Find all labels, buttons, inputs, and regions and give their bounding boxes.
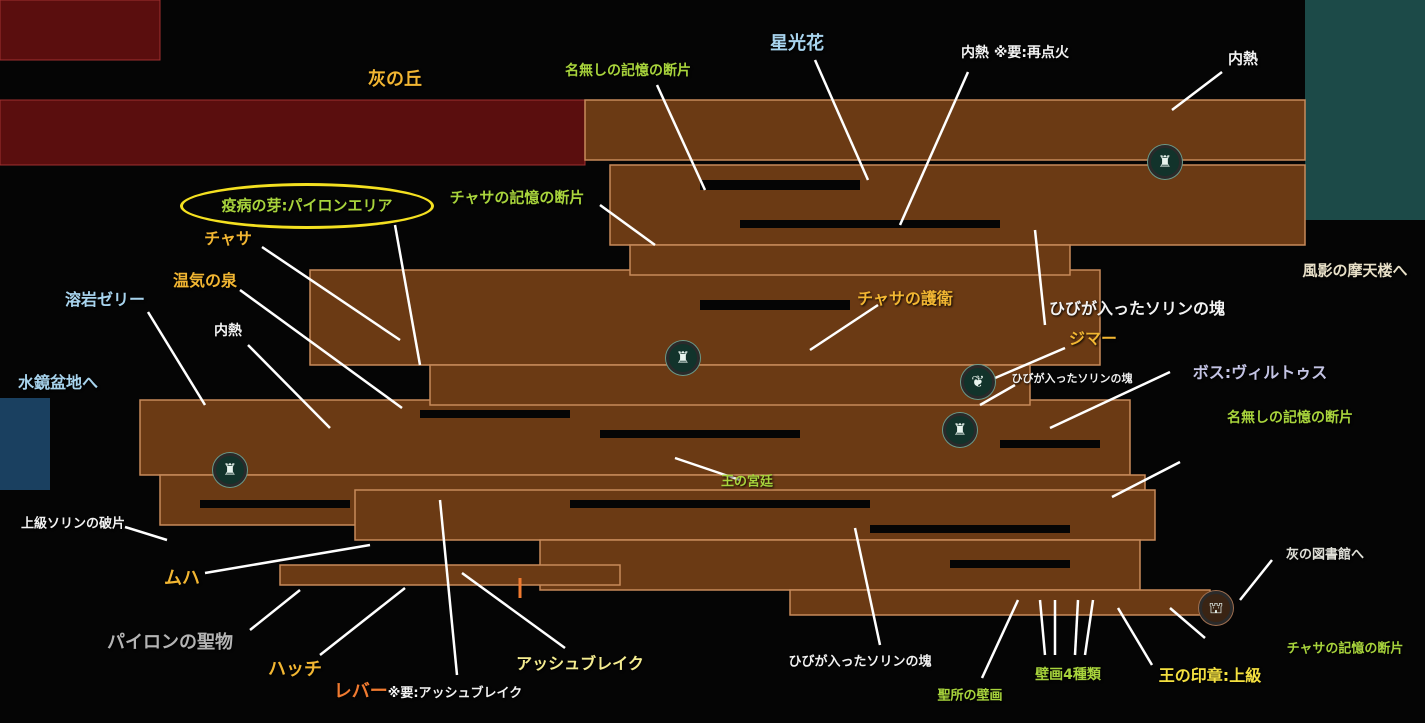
label-cracked-thorin-small: ひびが入ったソリンの塊	[1011, 372, 1133, 385]
label-nameless-memory: 名無しの記憶の断片	[565, 63, 691, 79]
label-hatch: ハッチ	[268, 659, 322, 680]
label-chasa: チャサ	[204, 229, 252, 248]
label-nameless-memory: 名無しの記憶の断片	[1227, 410, 1353, 426]
label-pylon-relic: パイロンの聖物	[107, 632, 233, 653]
highlight-ellipse	[180, 183, 434, 229]
label-ashbreak: アッシュブレイク	[516, 654, 644, 673]
label-boss: ボス:ヴィルトゥス	[1192, 363, 1328, 382]
exit-ash-library[interactable]: 灰の図書館へ	[1285, 547, 1365, 563]
label-cracked-thorin: ひびが入ったソリンの塊	[788, 654, 932, 670]
label-kings-seal: 王の印章:上級	[1158, 666, 1262, 685]
label-sanctuary-mural: 聖所の壁画	[937, 688, 1003, 704]
exit-wind-tower[interactable]: 風影の摩天楼へ	[1302, 261, 1408, 280]
label-inner-heat: 内熱	[214, 323, 242, 339]
label-plague-sprout: 疫病の芽:パイロンエリア	[221, 196, 393, 215]
teal-zone	[1305, 0, 1425, 220]
warp-shrine-icon[interactable]: ♜	[213, 453, 247, 487]
label-chasa-memory: チャサの記憶の断片	[449, 188, 585, 207]
warp-shrine-icon[interactable]: ♜	[1148, 145, 1182, 179]
map-rooms	[139, 99, 1306, 616]
label-muha: ムハ	[164, 568, 200, 589]
region-kings-court: 王の宮廷	[720, 474, 774, 490]
label-inner-heat: 内熱	[1227, 49, 1259, 68]
label-chasa-guard: チャサの護衛	[857, 289, 953, 308]
label-lava-jelly: 溶岩ゼリー	[64, 290, 146, 309]
label-starlight-flower: 星光花	[770, 33, 824, 54]
warp-shrine-icon[interactable]: ♜	[666, 341, 700, 375]
ash-hill-area	[0, 0, 586, 166]
warp-shrine-icon[interactable]: ♜	[943, 413, 977, 447]
region-ash-hill: 灰の丘	[368, 69, 422, 90]
label-murals-4: 壁画4種類	[1035, 667, 1101, 683]
label-zimmer: ジマー	[1068, 329, 1118, 348]
exit-mirror-basin[interactable]: 水鏡盆地へ	[17, 373, 99, 392]
map-walls	[200, 180, 1100, 568]
label-upper-thorin-shard: 上級ソリンの破片	[20, 516, 126, 532]
plant-icon[interactable]: ❦	[961, 365, 995, 399]
mirror-basin-zone	[0, 398, 50, 490]
library-door-icon[interactable]: ⛫	[1199, 591, 1233, 625]
label-inner-heat-relight: 内熱 ※要:再点火	[960, 45, 1070, 61]
label-lever: レバー※要:アッシュブレイク	[334, 677, 523, 703]
label-chasa-memory: チャサの記憶の断片	[1286, 641, 1404, 657]
label-cracked-thorin: ひびが入ったソリンの塊	[1048, 299, 1226, 318]
lever-name: レバー	[333, 681, 388, 702]
label-warm-spring: 温気の泉	[172, 271, 238, 290]
pointer-lines	[124, 59, 1273, 679]
lever-note: ※要:アッシュブレイク	[387, 686, 523, 701]
